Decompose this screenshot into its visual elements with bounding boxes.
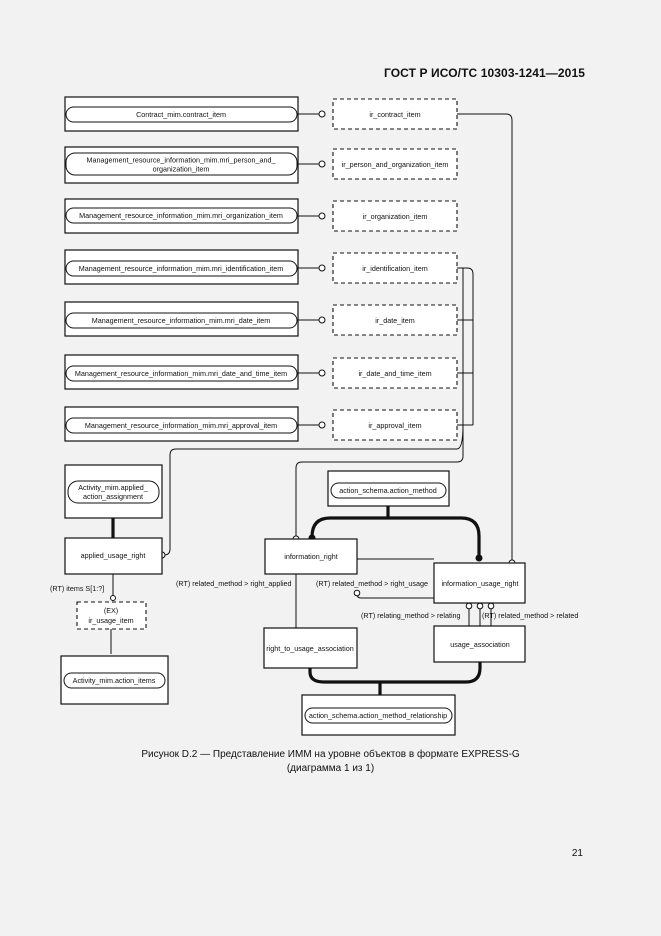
attribute-relating-method: (RT) relating_method > relating <box>361 611 461 620</box>
entity-information-usage-right: information_usage_right <box>433 562 526 604</box>
svg-text:Management_resource_informatio: Management_resource_information_mim.mri_… <box>79 264 284 273</box>
schema-ref-action-method-relationship: action_schema.action_method_relationship <box>301 694 456 736</box>
schema-ref-person-and-organization-item: Management_resource_information_mim.mri_… <box>64 146 299 184</box>
entity-information-right: information_right <box>264 538 358 575</box>
select-type-date-item: ir_date_item <box>332 304 458 336</box>
svg-text:Management_resource_informatio: Management_resource_information_mim.mri_… <box>75 369 287 378</box>
svg-text:Activity_mim.applied_: Activity_mim.applied_ <box>78 483 149 492</box>
svg-text:ir_date_and_time_item: ir_date_and_time_item <box>358 369 431 378</box>
svg-text:ir_date_item: ir_date_item <box>375 316 415 325</box>
subtype-tree-action-method-relationship <box>308 662 482 695</box>
svg-text:ir_identification_item: ir_identification_item <box>362 264 428 273</box>
svg-text:action_schema.action_method: action_schema.action_method <box>339 486 437 495</box>
schema-ref-action-items: Activity_mim.action_items <box>60 655 169 705</box>
schema-ref-date-item: Management_resource_information_mim.mri_… <box>64 301 299 337</box>
svg-text:(EX): (EX) <box>104 606 118 615</box>
select-type-ir-usage-item: (EX) ir_usage_item <box>76 601 147 630</box>
attribute-related-method-related: (RT) related_method > related <box>482 611 578 620</box>
schema-ref-identification-item: Management_resource_information_mim.mri_… <box>64 249 299 285</box>
schema-ref-action-method: action_schema.action_method <box>327 470 450 507</box>
svg-text:Management_resource_informatio: Management_resource_information_mim.mri_… <box>92 316 271 325</box>
schema-ref-applied-action-assignment: Activity_mim.applied_ action_assignment <box>64 464 163 519</box>
schema-ref-approval-item: Management_resource_information_mim.mri_… <box>64 406 299 442</box>
svg-text:action_assignment: action_assignment <box>83 492 143 501</box>
svg-text:applied_usage_right: applied_usage_right <box>81 551 146 560</box>
svg-text:information_usage_right: information_usage_right <box>441 579 518 588</box>
select-type-approval-item: ir_approval_item <box>332 409 458 441</box>
schema-ref-links <box>298 110 326 429</box>
figure-caption-line-2: (диаграмма 1 из 1) <box>286 763 375 774</box>
document-header: ГОСТ Р ИСО/ТС 10303-1241—2015 <box>384 66 585 80</box>
attribute-related-method-right-usage: (RT) related_method > right_usage <box>316 579 428 588</box>
entity-right-to-usage-association: right_to_usage_association <box>263 627 358 669</box>
svg-text:ir_approval_item: ir_approval_item <box>368 421 421 430</box>
svg-text:ir_contract_item: ir_contract_item <box>369 110 420 119</box>
entity-usage-association: usage_association <box>433 625 526 663</box>
svg-text:ir_usage_item: ir_usage_item <box>88 616 133 625</box>
select-type-identification-item: ir_identification_item <box>332 252 458 284</box>
page-number: 21 <box>571 848 583 859</box>
schema-ref-contract-item: Contract_mim.contract_item <box>64 96 299 132</box>
attribute-related-method-right-applied: (RT) related_method > right_applied <box>176 579 292 588</box>
select-type-person-and-organization-item: ir_person_and_organization_item <box>332 148 458 180</box>
svg-text:action_schema.action_method_re: action_schema.action_method_relationship <box>309 711 447 720</box>
svg-text:Management_resource_informatio: Management_resource_information_mim.mri_… <box>87 156 277 165</box>
entity-applied-usage-right: applied_usage_right <box>64 537 163 575</box>
svg-text:information_right: information_right <box>284 552 338 561</box>
schema-ref-organization-item: Management_resource_information_mim.mri_… <box>64 198 299 234</box>
svg-text:Contract_mim.contract_item: Contract_mim.contract_item <box>136 110 226 119</box>
figure-caption: Рисунок D.2 — Представление ИММ на уровн… <box>0 748 661 776</box>
svg-text:usage_association: usage_association <box>450 640 510 649</box>
figure-caption-line-1: Рисунок D.2 — Представление ИММ на уровн… <box>141 749 520 760</box>
svg-text:organization_item: organization_item <box>153 165 210 174</box>
schema-ref-date-and-time-item: Management_resource_information_mim.mri_… <box>64 354 299 390</box>
select-type-date-and-time-item: ir_date_and_time_item <box>332 357 458 389</box>
svg-text:Activity_mim.action_items: Activity_mim.action_items <box>73 676 156 685</box>
select-type-organization-item: ir_organization_item <box>332 200 458 232</box>
svg-text:Management_resource_informatio: Management_resource_information_mim.mri_… <box>79 211 283 220</box>
select-type-contract-item: ir_contract_item <box>332 98 458 130</box>
attribute-items: (RT) items S[1:?] <box>50 584 104 593</box>
svg-text:ir_person_and_organization_ite: ir_person_and_organization_item <box>342 160 449 169</box>
svg-text:ir_organization_item: ir_organization_item <box>363 212 428 221</box>
attribute-connectors <box>295 574 495 628</box>
svg-text:right_to_usage_association: right_to_usage_association <box>266 644 354 653</box>
svg-text:Management_resource_informatio: Management_resource_information_mim.mri_… <box>85 421 277 430</box>
